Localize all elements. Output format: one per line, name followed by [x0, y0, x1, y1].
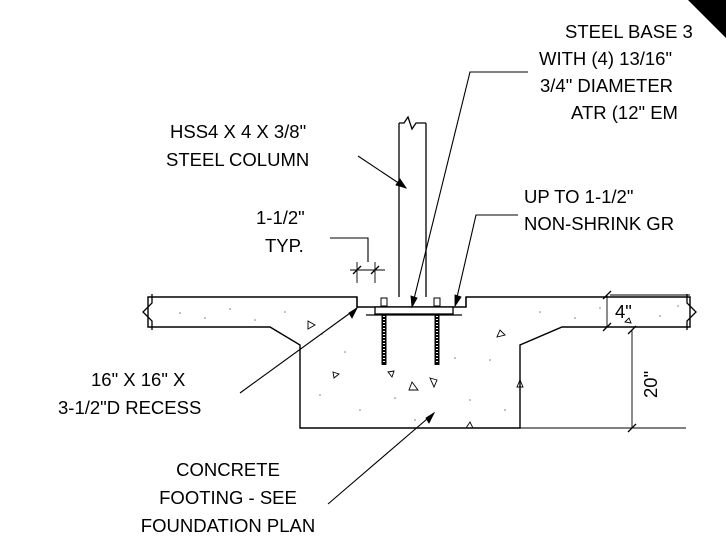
slab-break-line-left — [142, 294, 153, 330]
callout-recess: 16" X 16" X 3-1/2"D RECESS — [58, 369, 201, 418]
slab-thickness-dimension: 4" — [615, 301, 632, 322]
anchor-rod-right — [433, 297, 441, 365]
callout-column: HSS4 X 4 X 3/8" STEEL COLUMN — [166, 121, 309, 170]
clearance-line-1: 1-1/2" — [256, 207, 305, 228]
callout-base-plate: STEEL BASE 3 WITH (4) 13/16" 3/4" DIAMET… — [539, 21, 693, 123]
anchor-rod-left — [380, 297, 388, 365]
leader-lines — [239, 71, 528, 505]
column-line-2: STEEL COLUMN — [166, 149, 309, 170]
base-plate-line-4: ATR (12" EM — [571, 102, 678, 123]
steel-column-assembly — [366, 115, 462, 365]
footing-line-1: CONCRETE — [176, 459, 280, 480]
footing-depth-dimension: 20" — [640, 371, 661, 398]
callout-grout: UP TO 1-1/2" NON-SHRINK GR — [524, 186, 674, 234]
footing-line-2: FOOTING - SEE — [159, 487, 297, 508]
base-plate-line-3: 3/4" DIAMETER — [540, 75, 673, 96]
clearance-line-2: TYP. — [265, 235, 304, 256]
recess-line-1: 16" X 16" X — [91, 369, 185, 390]
footing-line-3: FOUNDATION PLAN — [141, 515, 315, 536]
base-plate — [374, 306, 454, 315]
hss-column — [398, 115, 427, 297]
base-plate-line-1: STEEL BASE 3 — [565, 21, 693, 42]
recess-line-2: 3-1/2"D RECESS — [58, 397, 201, 418]
callout-footing: CONCRETE FOOTING - SEE FOUNDATION PLAN — [141, 459, 315, 536]
callout-clearance: 1-1/2" TYP. — [256, 207, 305, 256]
grout-line-1: UP TO 1-1/2" — [524, 186, 633, 207]
column-line-1: HSS4 X 4 X 3/8" — [170, 121, 306, 142]
recess-outline — [356, 297, 467, 307]
base-plate-line-2: WITH (4) 13/16" — [539, 48, 672, 69]
sheet-corner-mark — [688, 0, 726, 38]
dimension-lines — [350, 262, 690, 433]
footing-outline — [147, 296, 691, 429]
concrete-speckles — [179, 305, 679, 421]
slab-break-line-right — [686, 294, 697, 330]
grout-line-2: NON-SHRINK GR — [524, 213, 674, 234]
aggregate-symbols — [307, 317, 632, 429]
